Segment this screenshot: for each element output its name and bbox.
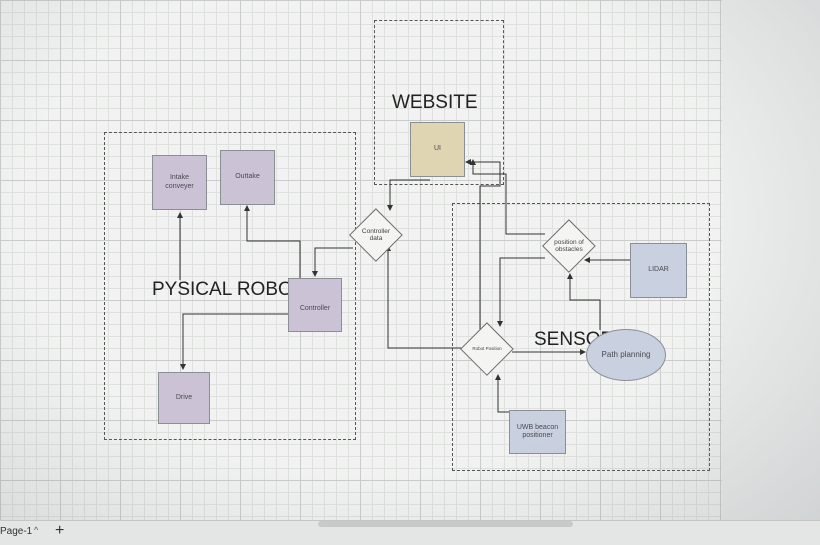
website-label: WEBSITE — [392, 92, 478, 113]
wire-obstacles-to-ui — [470, 159, 545, 235]
obstacles-decision[interactable]: position of obstacles — [542, 219, 596, 273]
add-page-button[interactable]: + — [55, 522, 65, 539]
ui-node[interactable]: UI — [410, 122, 465, 177]
uwb-beacon-node[interactable]: UWB beacon positioner — [509, 410, 566, 454]
robot-group[interactable] — [104, 132, 356, 440]
chevron-up-icon[interactable]: ^ — [34, 525, 39, 535]
controller-data-label: Controller data — [361, 227, 391, 242]
wire-ui-to-ctrldata — [387, 179, 430, 211]
outtake-node[interactable]: Outtake — [220, 150, 275, 205]
canvas-margin — [722, 0, 820, 520]
wire-ctrldata-to-controller — [312, 247, 353, 277]
wire-uwb-to-robotpos — [495, 374, 540, 413]
path-planning-node[interactable]: Path planning — [586, 329, 666, 381]
wire-pathplanning-to-obstacles — [567, 273, 601, 330]
controller-data-decision[interactable]: Controller data — [349, 208, 403, 262]
wire-obstacles-to-robotpos — [497, 257, 545, 327]
robot-label: PYSICAL ROBOT — [152, 279, 305, 300]
intake-conveyer-node[interactable]: Intake conveyer — [152, 155, 207, 210]
wire-controller-to-outtake — [244, 205, 301, 278]
horizontal-scrollbar[interactable] — [318, 521, 573, 527]
website-group[interactable] — [374, 20, 504, 185]
page-tab[interactable]: Page-1 — [0, 526, 33, 537]
wire-robotpos-to-ui — [465, 159, 501, 330]
wire-robotpos-to-ctrldata — [385, 245, 462, 349]
robot-position-decision[interactable]: Robot Position — [460, 322, 514, 376]
wire-controller-to-drive — [180, 313, 288, 370]
controller-node[interactable]: Controller — [288, 278, 342, 332]
robot-position-label: Robot Position — [472, 345, 502, 351]
sensor-group[interactable] — [452, 203, 710, 471]
lidar-node[interactable]: LIDAR — [630, 243, 687, 298]
obstacles-label: position of obstacles — [554, 238, 584, 253]
drive-node[interactable]: Drive — [158, 372, 210, 424]
